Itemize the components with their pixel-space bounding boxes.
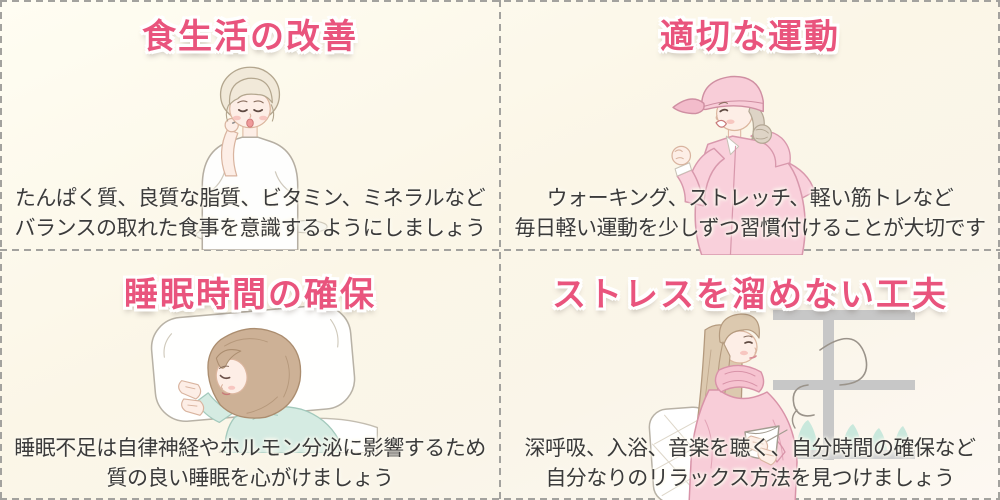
section-description-sleep: 睡眠不足は自律神経やホルモン分泌に影響するため質の良い睡眠を心がけましょう: [0, 433, 500, 493]
section-title-diet: 食生活の改善: [142, 17, 358, 57]
description-line: 毎日軽い運動を少しずつ習慣付けることが大切です: [514, 216, 986, 240]
section-title-exercise: 適切な運動: [660, 17, 840, 57]
description-line: バランスの取れた食事を意識するようにしましょう: [14, 216, 486, 240]
woman-jogging-illustration: [671, 75, 816, 255]
section-description-diet: たんぱく質、良質な脂質、ビタミン、ミネラルなどバランスの取れた食事を意識するよう…: [0, 183, 500, 243]
description-line: 深呼吸、入浴、音楽を聴く、自分時間の確保など: [524, 436, 977, 460]
woman-eating-illustration: [195, 66, 328, 250]
description-line: ウォーキング、ストレッチ、軽い筋トレなど: [546, 186, 954, 210]
description-line: たんぱく質、良質な脂質、ビタミン、ミネラルなど: [14, 186, 486, 210]
woman-relaxing-illustration: [648, 310, 915, 500]
description-line: 睡眠不足は自律神経やホルモン分泌に影響するため: [14, 436, 486, 460]
section-stress: ストレスを溜めない工夫 深呼吸、入浴、音楽を聴く、自分時間の確保など自分なりのリ…: [500, 250, 1000, 500]
divider-vertical: [499, 0, 501, 500]
section-exercise: 適切な運動 ウォーキング、ストレッチ、軽い筋トレなど毎日軽い運動を少しずつ習慣付…: [500, 0, 1000, 255]
description-line: 自分なりのリラックス方法を見つけましょう: [545, 466, 955, 490]
section-diet: 食生活の改善 たんぱく質、良質な脂質、ビタミン、ミネラルなどバランスの取れた食事…: [0, 0, 500, 250]
section-sleep: 睡眠時間の確保 睡眠不足は自律神経やホルモン分泌に影響するため質の良い睡眠を心が…: [0, 250, 500, 500]
section-description-exercise: ウォーキング、ストレッチ、軽い筋トレなど毎日軽い運動を少しずつ習慣付けることが大…: [500, 183, 1000, 243]
section-title-sleep: 睡眠時間の確保: [124, 275, 376, 315]
description-line: 質の良い睡眠を心がけましょう: [106, 466, 395, 490]
section-title-stress: ストレスを溜めない工夫: [552, 275, 948, 315]
section-description-stress: 深呼吸、入浴、音楽を聴く、自分時間の確保など自分なりのリラックス方法を見つけまし…: [500, 433, 1000, 493]
woman-sleeping-illustration: [150, 304, 378, 453]
